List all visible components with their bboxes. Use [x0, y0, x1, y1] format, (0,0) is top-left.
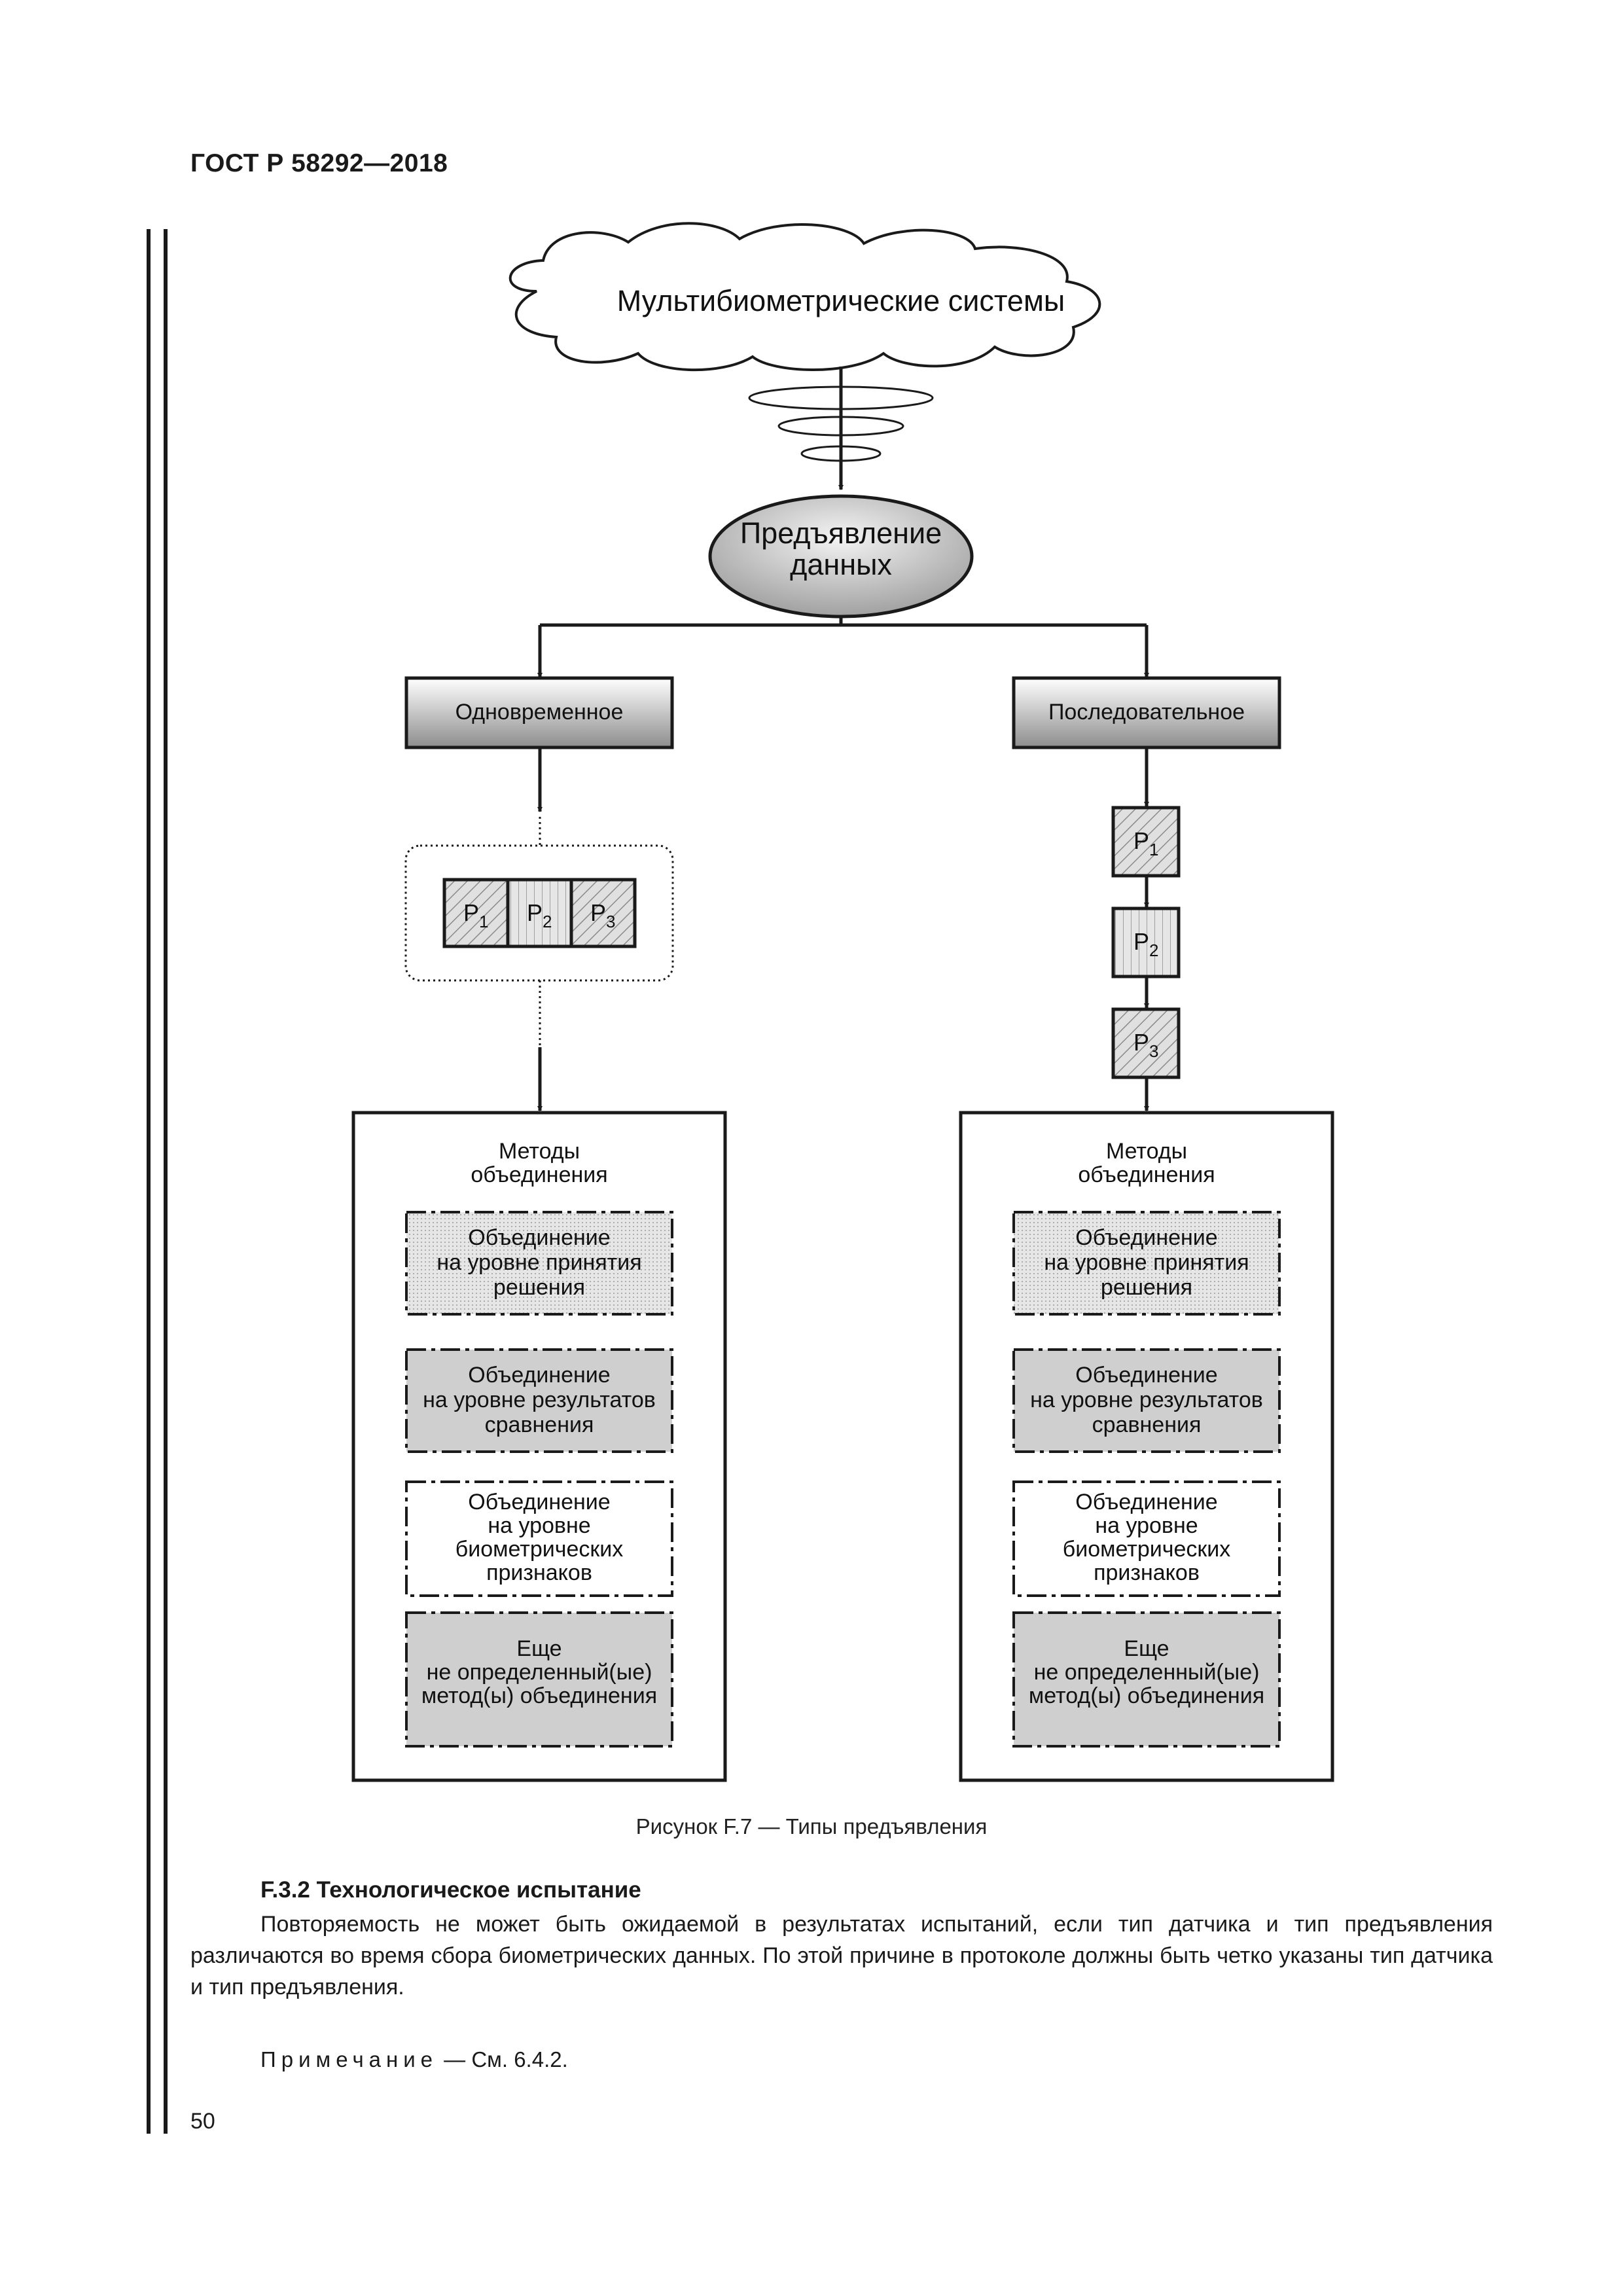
svg-text:Еще: Еще [1124, 1636, 1169, 1661]
right-method-undefined [1012, 1611, 1281, 1748]
presentation-types-diagram: Мультибиометрические системы Предъявлени… [351, 222, 1334, 1782]
svg-text:метод(ы) объединения: метод(ы) объединения [1029, 1683, 1264, 1708]
left-methods-title-1: Методы [499, 1139, 580, 1164]
document-header: ГОСТ Р 58292—2018 [190, 149, 448, 177]
svg-text:решения: решения [493, 1275, 585, 1300]
svg-text:на уровне: на уровне [488, 1513, 590, 1538]
sequential-label: Последовательное [1048, 700, 1245, 725]
note-line: Примечание — См. 6.4.2. [260, 2047, 568, 2072]
ellipse-label-line1: Предъявление [740, 516, 942, 550]
svg-text:не определенный(ые): не определенный(ые) [1034, 1660, 1260, 1685]
svg-text:признаков: признаков [1094, 1560, 1200, 1585]
svg-text:Еще: Еще [516, 1636, 562, 1661]
sequential-box [1012, 676, 1281, 749]
svg-text:биометрических: биометрических [1063, 1537, 1231, 1562]
svg-text:P1: P1 [463, 899, 488, 931]
left-method-decision [405, 1211, 673, 1316]
svg-text:P3: P3 [590, 899, 615, 931]
margin-bar-left [147, 229, 151, 2134]
svg-text:биометрических: биометрических [455, 1537, 624, 1562]
svg-text:на уровне результатов: на уровне результатов [423, 1388, 656, 1412]
svg-text:на уровне принятия: на уровне принятия [437, 1250, 641, 1275]
right-method-feature [1012, 1480, 1281, 1597]
svg-text:сравнения: сравнения [1092, 1412, 1202, 1437]
svg-text:P1: P1 [1133, 827, 1158, 859]
svg-text:метод(ы) объединения: метод(ы) объединения [421, 1683, 657, 1708]
left-method-feature [405, 1480, 673, 1597]
figure-caption: Рисунок F.7 — Типы предъявления [635, 1814, 988, 1839]
ellipse-label-line2: данных [790, 548, 892, 581]
left-method-score [405, 1348, 673, 1453]
right-methods-title-2: объединения [1078, 1162, 1215, 1187]
right-method-score [1012, 1348, 1281, 1453]
svg-text:P2: P2 [527, 899, 552, 931]
svg-text:Объединение: Объединение [1075, 1490, 1217, 1515]
section-title: F.3.2 Технологическое испытание [260, 1877, 641, 1903]
left-method-undefined [405, 1611, 673, 1748]
page-number: 50 [190, 2109, 215, 2134]
svg-text:Объединение: Объединение [468, 1225, 610, 1250]
svg-text:Объединение: Объединение [468, 1490, 610, 1515]
sample-p1-simultaneous [442, 878, 510, 948]
svg-text:признаков: признаков [486, 1560, 592, 1585]
note-text: — См. 6.4.2. [438, 2047, 568, 2072]
svg-text:сравнения: сравнения [485, 1412, 594, 1437]
right-methods-title-1: Методы [1106, 1139, 1187, 1164]
sample-p1-sequential [1111, 806, 1181, 878]
cloud-shape [508, 222, 1101, 372]
simultaneous-label: Одновременное [455, 700, 624, 725]
svg-text:P3: P3 [1133, 1029, 1158, 1061]
right-method-decision [1012, 1211, 1281, 1316]
simultaneous-box [404, 676, 674, 749]
svg-text:Объединение: Объединение [1075, 1225, 1217, 1250]
note-label: Примечание [260, 2047, 438, 2072]
left-methods-title-2: объединения [471, 1162, 607, 1187]
svg-text:P2: P2 [1133, 928, 1158, 960]
svg-text:на уровне: на уровне [1095, 1513, 1198, 1538]
cloud-label: Мультибиометрические системы [617, 284, 1065, 317]
svg-text:решения: решения [1101, 1275, 1192, 1300]
svg-text:на уровне принятия: на уровне принятия [1044, 1250, 1249, 1275]
svg-text:на уровне результатов: на уровне результатов [1030, 1388, 1263, 1412]
section-paragraph: Повторяемость не может быть ожидаемой в … [190, 1912, 1493, 2000]
sample-p3-simultaneous [569, 878, 637, 948]
svg-text:Объединение: Объединение [468, 1363, 610, 1388]
svg-text:не определенный(ые): не определенный(ые) [427, 1660, 652, 1685]
sample-p3-sequential [1111, 1007, 1181, 1079]
margin-bar-right [164, 229, 168, 2134]
svg-text:Объединение: Объединение [1075, 1363, 1217, 1388]
